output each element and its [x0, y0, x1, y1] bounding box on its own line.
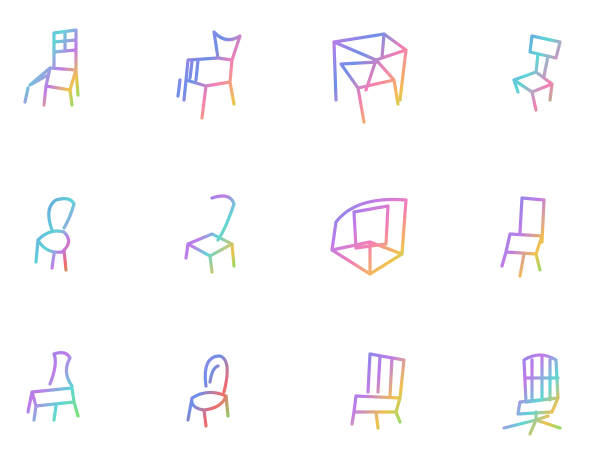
chair-cell-2-4 — [444, 158, 591, 315]
chair-cell-3-4 — [444, 316, 591, 473]
chair-slat-back-sketch — [350, 352, 406, 430]
chair-wide-frame-sketch — [332, 32, 408, 124]
chair-cell-3-1 — [0, 316, 147, 473]
chair-cell-1-3 — [296, 0, 443, 157]
chair-box-frame-sketch — [330, 197, 408, 276]
chair-cell-3-2 — [148, 316, 295, 473]
chair-curved-back-sketch — [184, 194, 236, 274]
chair-ladder-back-sketch — [23, 28, 80, 107]
chair-flared-back-sketch — [176, 30, 242, 120]
chair-cell-1-4 — [444, 0, 591, 157]
chair-cell-1-1 — [0, 0, 147, 157]
chair-wavy-back-sketch — [26, 351, 80, 422]
chair-cell-1-2 — [148, 0, 295, 157]
chair-panel-back-sketch — [512, 34, 562, 112]
chair-cell-2-3 — [296, 158, 443, 315]
chair-cell-2-2 — [148, 158, 295, 315]
chair-cell-2-1 — [0, 158, 147, 315]
chair-oval-back-sketch — [186, 354, 230, 428]
chair-swivel-sketch — [502, 353, 562, 436]
chair-tall-back-sketch — [500, 196, 546, 278]
chair-cell-3-3 — [296, 316, 443, 473]
chair-rounded-back-sketch — [34, 197, 76, 272]
